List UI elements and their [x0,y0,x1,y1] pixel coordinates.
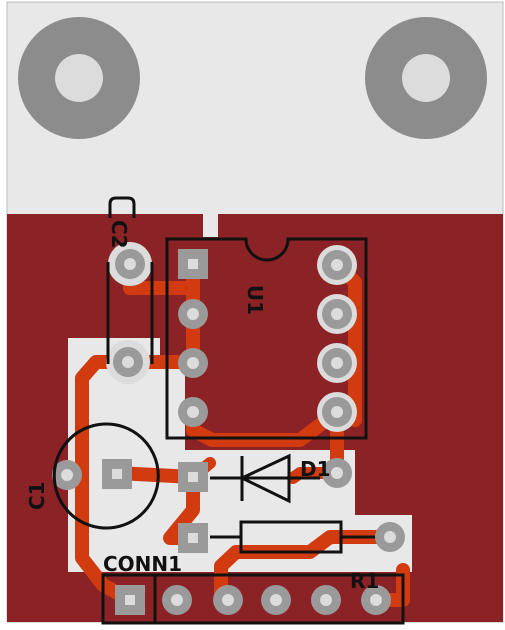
d1-pads [178,458,352,492]
mounting-hole-right [365,17,487,139]
c2-label: C2 [107,220,131,249]
c2-outline [106,196,154,364]
r1-pads [178,522,405,553]
mounting-hole-left [18,17,140,139]
copper-pour [7,214,503,622]
d1-outline [210,453,320,504]
u1-label: U1 [243,285,267,315]
conn1-pads [115,585,391,615]
c1-pads [52,459,132,490]
u1-outline [165,237,368,440]
conn1-outline [101,573,405,625]
r1-label: R1 [350,569,379,593]
c2-pads [106,242,152,384]
c1-outline [52,422,160,530]
d1-label: D1 [300,457,331,481]
c1-label: C1 [25,481,49,510]
silkscreen [52,196,405,625]
u1-pads-right [317,245,357,432]
u1-pads-left [178,249,208,427]
conn1-label: CONN1 [103,552,182,576]
